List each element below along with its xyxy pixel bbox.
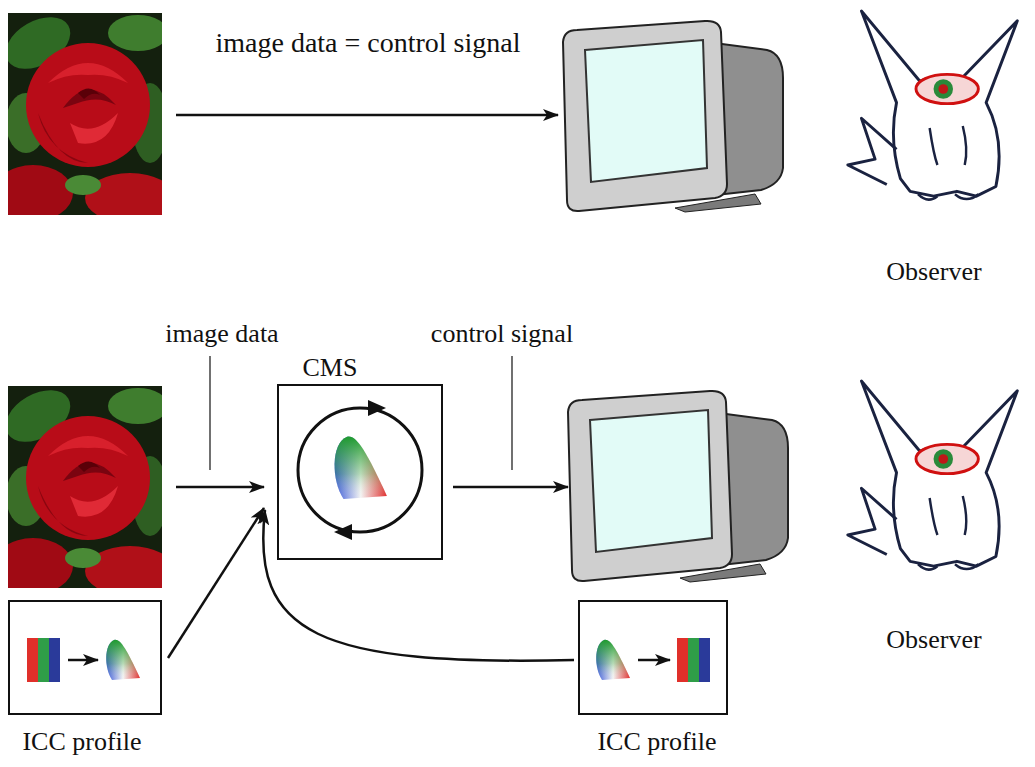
observer-figure bbox=[848, 381, 1018, 570]
cms-box: CMS bbox=[277, 384, 443, 560]
rgb-bar bbox=[677, 638, 688, 682]
flow-arrows bbox=[176, 115, 568, 487]
text-label: Observer bbox=[886, 256, 981, 287]
flow-arrow bbox=[176, 486, 264, 489]
rgb-bar bbox=[49, 638, 60, 682]
cms-cycle bbox=[298, 400, 422, 540]
rgb-bar bbox=[699, 638, 710, 682]
text-label: control signal bbox=[431, 318, 573, 349]
monitor-icon bbox=[563, 21, 783, 212]
flow-arrow bbox=[453, 486, 568, 489]
icc-profile-box: ICC profile bbox=[578, 600, 728, 715]
node-heading: ICC profile bbox=[22, 726, 141, 757]
gamut-icon bbox=[596, 640, 630, 680]
rgb-bar bbox=[38, 638, 49, 682]
rgb-bar bbox=[27, 638, 38, 682]
cycle-circle bbox=[298, 408, 422, 532]
gamut-icon bbox=[106, 640, 140, 680]
icc-profile-box: ICC profile bbox=[8, 600, 162, 715]
rose-image bbox=[0, 6, 175, 223]
text-label: image data bbox=[165, 318, 278, 349]
profile-connector bbox=[263, 510, 574, 661]
cycle-arrowhead bbox=[368, 400, 386, 416]
flow-arrow bbox=[176, 114, 558, 117]
rose-image bbox=[0, 379, 175, 596]
leader-line bbox=[511, 356, 512, 470]
icc-icons bbox=[27, 638, 710, 682]
observer-figure bbox=[848, 11, 1018, 200]
gamut-icon bbox=[335, 437, 387, 499]
node-heading: ICC profile bbox=[597, 726, 716, 757]
rgb-bar bbox=[688, 638, 699, 682]
leader-line bbox=[209, 356, 210, 470]
icon-arrow bbox=[638, 659, 670, 662]
arrow-label: image data = control signal bbox=[215, 26, 520, 60]
cycle-arrowhead bbox=[334, 524, 352, 540]
monitor-icon bbox=[568, 391, 788, 582]
node-heading: CMS bbox=[303, 352, 358, 383]
text-label: Observer bbox=[886, 624, 981, 655]
images bbox=[0, 6, 1017, 596]
icon-arrow bbox=[68, 659, 98, 662]
profile-connector bbox=[168, 508, 264, 658]
